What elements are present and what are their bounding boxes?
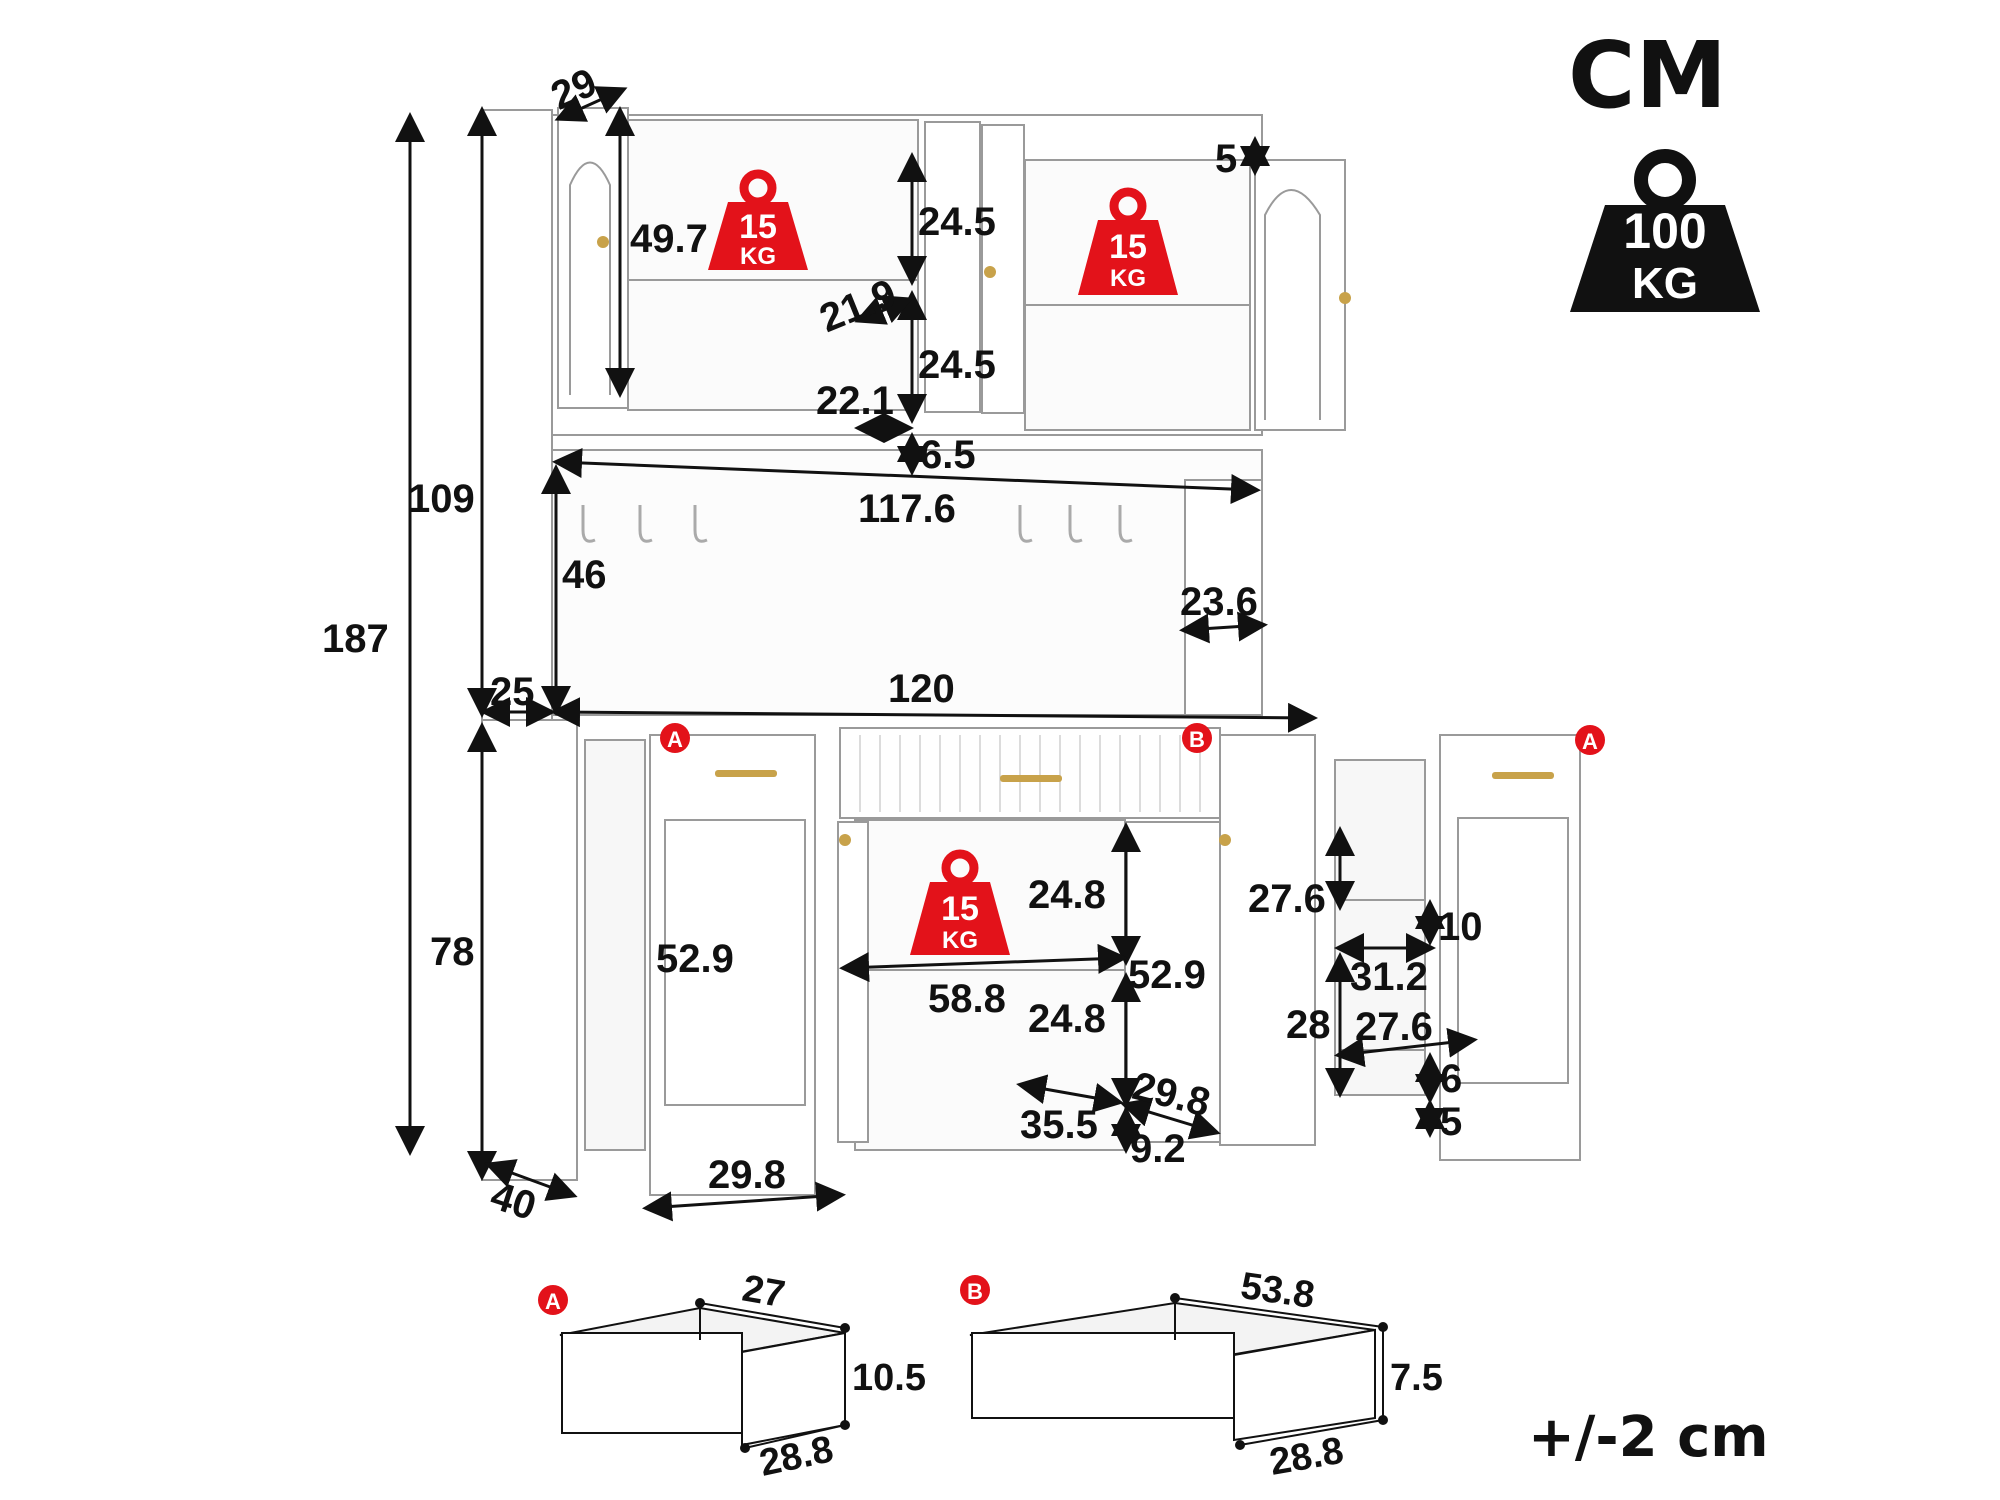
dim-center-shelf-bottom: 24.8 [1028,997,1106,1041]
dim-total-height: 187 [322,617,389,661]
pullout-door [1439,734,1581,1161]
drawer-a-detail: 27 10.5 28.8 [559,1267,926,1485]
dim-center-width: 58.8 [928,977,1006,1021]
knob-icon [984,266,996,278]
tolerance-note: +/-2 cm [1528,1405,1769,1470]
load-unit: KG [1110,265,1146,292]
top-drawer-fluted [839,727,1221,819]
dim-upper-shelf-bottom: 24.5 [918,343,996,387]
capacity-unit: KG [1632,259,1698,308]
marker-a: A [1582,729,1598,754]
drawer-b-detail: 53.8 7.5 28.8 [969,1265,1443,1484]
knob-icon [597,236,609,248]
dim-hutch-height: 46 [562,553,607,597]
dim-center-depth: 35.5 [1020,1103,1098,1147]
load-unit: KG [942,927,978,954]
load-value: 15 [739,208,777,246]
dim-left-drawer-width: 29.8 [708,1153,786,1197]
dim-top-rail: 5 [1215,137,1237,181]
knob-icon [1339,292,1351,304]
dim-toe-kick: 9.2 [1130,1127,1186,1171]
drawer-a-width: 27 [739,1267,788,1316]
center-drawer-handle [1000,775,1062,782]
dim-pullout-shelf-gap: 6 [1440,1057,1462,1101]
dim-pullout-shelf-depth: 27.6 [1355,1005,1433,1049]
left-door [649,734,816,1196]
marker-b: B [1189,727,1205,752]
handles [597,236,1554,846]
upper-right-door [1254,159,1346,431]
dim-upper-door-height: 49.7 [630,217,708,261]
load-weight-icon: 15 KG [1078,187,1178,295]
dim-pullout-top: 27.6 [1248,877,1326,921]
drawer-b-height: 7.5 [1390,1357,1443,1399]
capacity-weight-icon: 100 KG [1570,149,1760,312]
marker-a: A [545,1289,561,1314]
left-drawer-handle [715,770,777,777]
center-left-door [837,821,869,1143]
marker-a: A [667,727,683,752]
dimension-lines [395,86,1478,1222]
drawer-b-width: 53.8 [1238,1265,1317,1317]
dim-counter-width: 120 [888,667,955,711]
upper-left-door [557,107,629,409]
hutch-side-panel [1184,479,1263,716]
hooks [581,505,1133,543]
pullout-handle [1492,772,1554,779]
drawer-a-height: 10.5 [852,1357,926,1399]
left-side-panel [481,109,553,721]
load-unit: KG [740,243,776,270]
dim-upper-shelf-top: 24.5 [918,200,996,244]
upper-center-door-a [924,121,981,413]
load-value: 15 [941,890,979,928]
dim-pullout-height: 28 [1286,1003,1331,1047]
dim-pullout-depth: 31.2 [1350,955,1428,999]
knob-icon [1219,834,1231,846]
left-pullout [584,739,646,1151]
load-weight-icon: 15 KG [708,169,808,270]
dim-lower-height: 78 [430,930,475,974]
lower-left-side [481,719,578,1181]
dimension-labels: 187 109 78 40 25 29 49.7 24.5 24.5 21.9 … [322,60,1483,1229]
dim-center-height: 52.9 [1128,953,1206,997]
capacity-value: 100 [1623,203,1706,259]
dim-upper-height: 109 [408,477,475,521]
dim-hutch-gap: 6.5 [920,433,976,477]
marker-b: B [967,1279,983,1304]
dim-upper-depth: 25 [490,670,535,714]
dim-hutch-side-depth: 23.6 [1180,580,1258,624]
dim-center-shelf-top: 24.8 [1028,873,1106,917]
dim-pullout-base: 5 [1440,1100,1462,1144]
dim-hutch-width: 117.6 [858,487,956,531]
dim-left-side-height: 52.9 [656,937,734,981]
knob-icon [839,834,851,846]
right-side-panel [1219,734,1316,1146]
unit-title: CM [1568,22,1728,129]
dim-upper-shelf-depth-b: 22.1 [816,379,894,423]
dim-pullout-gap: 10 [1438,905,1483,949]
load-value: 15 [1109,228,1147,266]
